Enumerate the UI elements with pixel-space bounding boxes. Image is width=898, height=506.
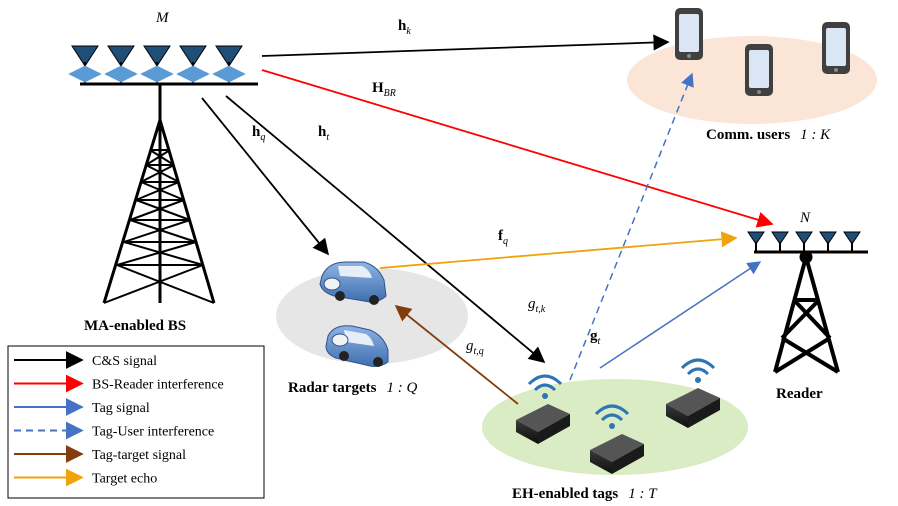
channel-label-h-k: hk bbox=[398, 18, 411, 37]
legend-item-label: Tag-User interference bbox=[92, 425, 214, 440]
arrow-h-k bbox=[261, 34, 670, 57]
channel-label-h-br: HBR bbox=[372, 80, 396, 99]
comm-users-label: Comm. users 1 : K bbox=[706, 126, 831, 143]
arrow-f-q bbox=[379, 231, 738, 269]
tags-label: EH-enabled tags 1 : T bbox=[512, 485, 658, 502]
channel-label-h-q: hq bbox=[252, 124, 265, 143]
phone-icon bbox=[745, 44, 773, 96]
bs-antenna-count: M bbox=[155, 10, 170, 26]
tag-device-icon bbox=[590, 404, 644, 474]
targets-area bbox=[276, 268, 468, 364]
bs-antenna-array bbox=[68, 45, 258, 98]
arrow-h-t bbox=[225, 95, 546, 364]
phone-icon bbox=[675, 8, 703, 60]
phone-icon bbox=[822, 22, 850, 74]
reader-antenna-count: N bbox=[799, 210, 811, 226]
arrow-g-t bbox=[599, 261, 762, 369]
channel-label-f-q: fq bbox=[498, 228, 508, 247]
channel-label-g-t: gt bbox=[590, 328, 601, 347]
arrow-h-br bbox=[261, 69, 774, 228]
channel-label-g-tq: gt,q bbox=[466, 338, 484, 357]
tag-device-icon bbox=[516, 374, 570, 444]
legend-item-label: Tag signal bbox=[92, 401, 150, 416]
bs-label: MA-enabled BS bbox=[84, 318, 186, 334]
arrow-h-q bbox=[201, 97, 330, 256]
channel-label-h-t: ht bbox=[318, 124, 329, 143]
channel-label-g-tk: gt,k bbox=[528, 296, 546, 315]
reader-label: Reader bbox=[776, 386, 823, 402]
tag-device-icon bbox=[666, 358, 720, 428]
car-icon bbox=[325, 325, 389, 367]
legend-item-label: C&S signal bbox=[92, 354, 157, 369]
arrow-g-tk bbox=[569, 72, 694, 381]
arrow-g-tq bbox=[394, 304, 519, 405]
legend-item-label: Tag-target signal bbox=[92, 448, 186, 463]
base-station-tower bbox=[102, 98, 216, 304]
reader-tower bbox=[747, 231, 868, 374]
car-icon bbox=[319, 261, 387, 305]
radar-targets-label: Radar targets 1 : Q bbox=[288, 379, 417, 396]
legend-item-label: BS-Reader interference bbox=[92, 378, 224, 393]
legend-item-label: Target echo bbox=[92, 472, 157, 487]
